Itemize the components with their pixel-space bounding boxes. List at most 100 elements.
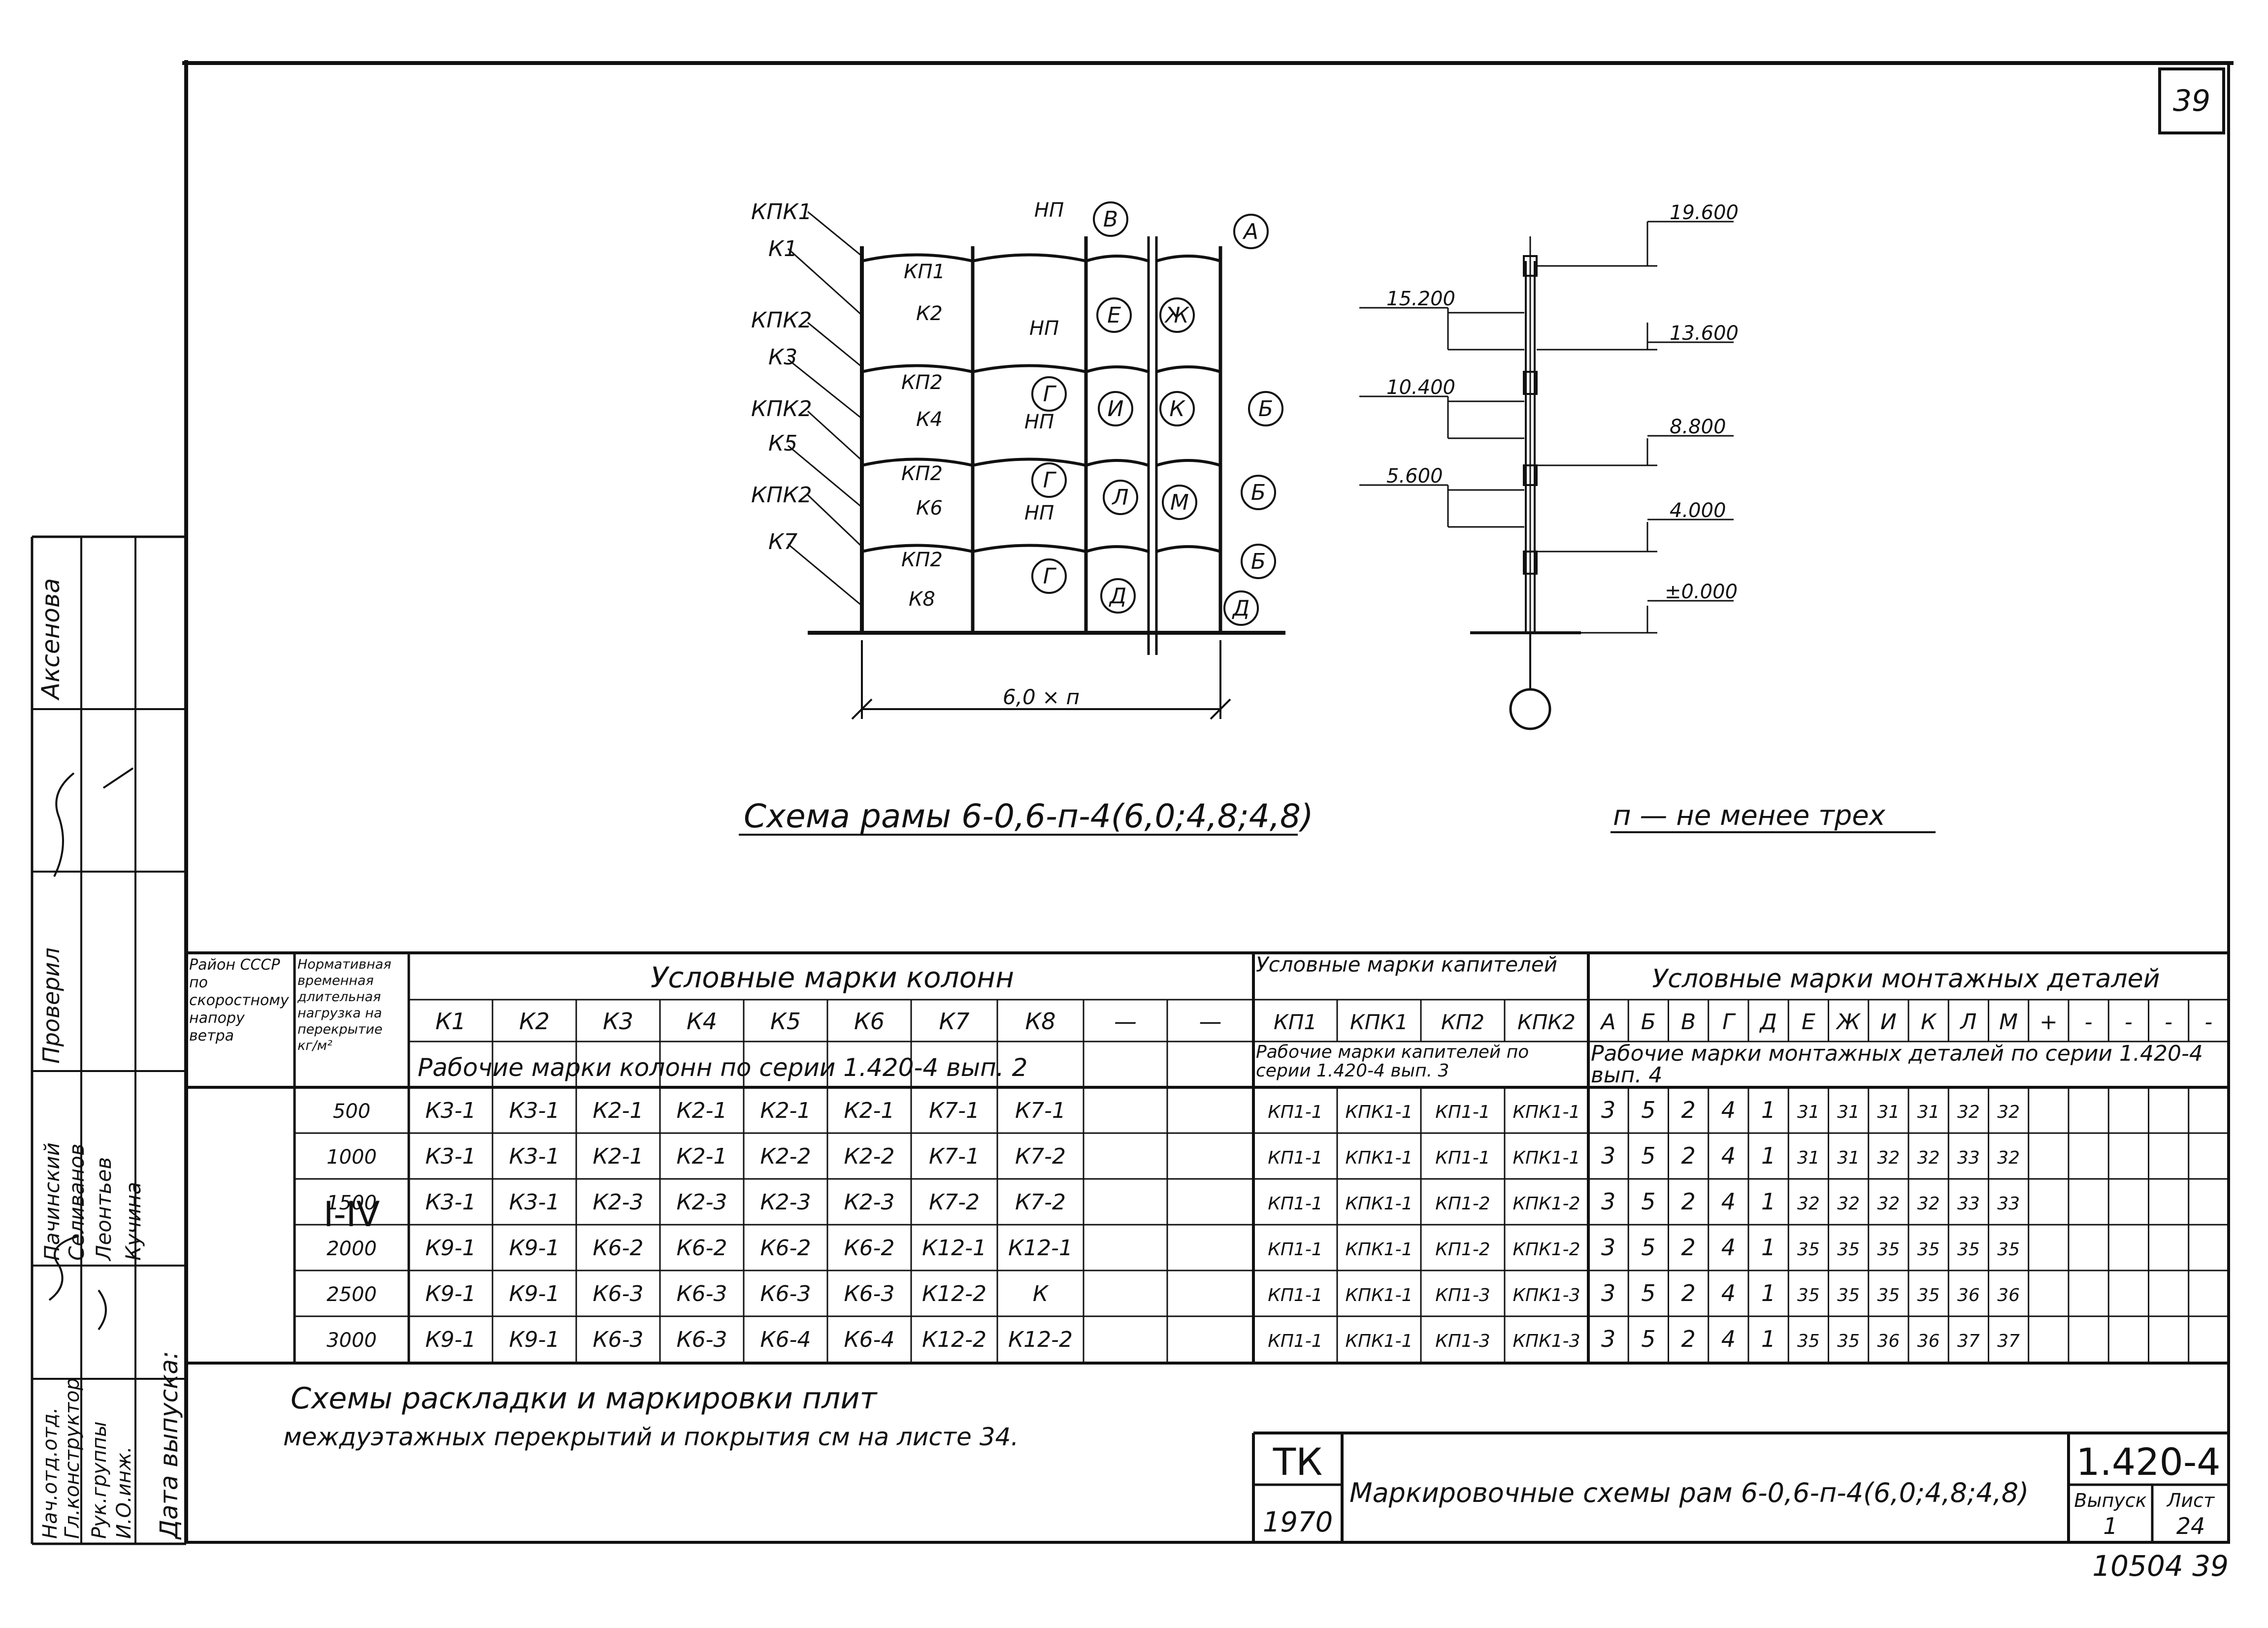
column-work-mark: К6-4	[760, 1327, 811, 1352]
stamp-role-group: Рук.группы	[88, 1421, 111, 1539]
axis-letter: Г	[1043, 468, 1057, 493]
stamp-name-group: Леонтьев	[92, 1157, 116, 1262]
axis-letter: В	[1103, 207, 1118, 232]
detail-work-mark: 1	[1761, 1234, 1775, 1261]
detail-mark-header: Е	[1802, 1009, 1815, 1035]
signature-mark	[48, 1235, 107, 1331]
axis-letter: Б	[1251, 549, 1266, 574]
capital-mark-header: КП1	[1274, 1010, 1317, 1034]
axis-letter: И	[1108, 396, 1124, 422]
column-work-mark: К3-1	[425, 1190, 476, 1215]
column-work-mark: К12-2	[1008, 1327, 1073, 1352]
column-work-mark: К6-3	[760, 1281, 811, 1306]
frame-label: К6	[916, 497, 943, 520]
capital-work-mark: КП1-1	[1268, 1331, 1322, 1351]
detail-work-mark: 3	[1601, 1280, 1615, 1306]
detail-work-mark: 35	[1917, 1239, 1940, 1260]
detail-mark-header: -	[2085, 1009, 2093, 1035]
axis-letter: К	[1169, 396, 1185, 422]
detail-work-mark: 5	[1641, 1234, 1655, 1261]
stamp-role: Нач.отд.отд.	[39, 1407, 62, 1539]
capital-work-mark: КПК1-2	[1513, 1194, 1580, 1214]
stamp-name: Пачинский	[40, 1142, 64, 1261]
detail-work-mark: 32	[1957, 1102, 1980, 1122]
frame-label: КП2	[901, 371, 943, 394]
detail-work-mark: 32	[1917, 1148, 1940, 1168]
frame-label: КП2	[901, 549, 943, 571]
elevation-label: 19.600	[1670, 201, 1739, 224]
column-work-mark: К6-3	[592, 1281, 643, 1306]
axis-letter: Г	[1043, 564, 1057, 589]
detail-mark-header: Л	[1959, 1009, 1976, 1035]
detail-work-mark: 35	[1837, 1285, 1860, 1305]
detail-work-mark: 35	[1877, 1239, 1900, 1260]
detail-work-mark: 5	[1641, 1188, 1655, 1215]
column-work-mark: К2-1	[592, 1144, 643, 1169]
page-number-box	[2158, 67, 2225, 134]
capital-work-mark: КП1-2	[1435, 1194, 1490, 1214]
stamp-name: Селиванов	[65, 1143, 89, 1261]
column-mark-header: К1	[435, 1008, 466, 1035]
detail-work-mark: 31	[1837, 1102, 1860, 1122]
axis-letter: А	[1242, 219, 1258, 244]
detail-work-mark: 31	[1837, 1148, 1860, 1168]
note-line-2: междуэтажных перекрытий и покрытия см на…	[283, 1423, 1019, 1451]
capital-work-mark: КП1-1	[1268, 1285, 1322, 1305]
capital-mark-header: КПК2	[1517, 1010, 1576, 1034]
detail-mark-header: В	[1681, 1009, 1696, 1035]
capital-work-mark: КП1-1	[1268, 1239, 1322, 1260]
detail-work-mark: 32	[1877, 1194, 1900, 1214]
detail-mark-header: И	[1880, 1009, 1897, 1035]
title-block-year: 1970	[1263, 1506, 1333, 1538]
column-diagram	[1359, 221, 1734, 730]
detail-work-mark: 2	[1681, 1234, 1695, 1261]
frame-left-labels: КПК1 К1 КПК2 К3 КПК2 К5 КПК2 К7	[751, 199, 812, 554]
detail-work-mark: 35	[1877, 1285, 1900, 1305]
capital-work-mark: КПК1-3	[1513, 1285, 1580, 1305]
detail-mark-header: К	[1921, 1009, 1937, 1035]
frame-label: НП	[1029, 317, 1059, 340]
capital-work-mark: КПК1-2	[1513, 1239, 1580, 1260]
axis-letter: Б	[1258, 396, 1273, 422]
frame-caption: Схема рамы 6-0,6-п-4(6,0;4,8;4,8)	[744, 797, 1314, 835]
detail-mark-header: М	[1999, 1009, 2018, 1035]
capital-work-mark: КПК1-1	[1346, 1331, 1413, 1351]
detail-work-mark: 2	[1681, 1188, 1695, 1215]
load-value: 1000	[327, 1146, 377, 1169]
frame-diagram	[787, 201, 1285, 720]
stamp-date-group: Дата выпуска:	[155, 1351, 183, 1540]
stamp-role-group: И.О.инж.	[113, 1446, 135, 1539]
axis-letter: Г	[1043, 382, 1057, 407]
load-value: 1500	[327, 1192, 377, 1214]
detail-work-mark: 35	[1997, 1239, 2020, 1260]
sheet-value: 24	[2176, 1513, 2205, 1539]
load-value: 2000	[327, 1237, 377, 1260]
column-mark-header: К3	[603, 1008, 633, 1035]
stamp-role: И.О.инж.	[113, 1446, 135, 1539]
column-work-mark: К6-2	[760, 1236, 811, 1261]
column-work-mark: К12-2	[922, 1327, 986, 1352]
capital-work-mark: КП1-1	[1268, 1148, 1322, 1168]
detail-work-mark: 3	[1601, 1142, 1615, 1169]
column-mark-header: К6	[854, 1008, 885, 1035]
detail-work-mark: 2	[1681, 1280, 1695, 1306]
column-work-mark: К6-3	[676, 1327, 727, 1352]
column-work-mark: К9-1	[509, 1281, 559, 1306]
stamp-name-group: Пачинский	[40, 1142, 64, 1261]
column-work-mark: К6-4	[844, 1327, 894, 1352]
column-work-mark: К3-1	[509, 1190, 559, 1215]
detail-mark-header: Г	[1722, 1009, 1736, 1035]
axis-letter: Б	[1251, 480, 1266, 505]
column-work-mark: К3-1	[425, 1098, 476, 1123]
column-work-mark: К12-1	[922, 1236, 986, 1261]
marks-table-grid	[186, 951, 2229, 1365]
detail-work-mark: 37	[1957, 1331, 1980, 1351]
detail-work-mark: 31	[1917, 1102, 1940, 1122]
detail-mark-header: Д	[1759, 1009, 1776, 1035]
elevation-label: 13.600	[1670, 322, 1739, 345]
stamp-roles-column: Нач.отд.отд.	[39, 1407, 62, 1539]
detail-mark-header: -	[2165, 1009, 2172, 1035]
column-work-mark: К12-2	[922, 1281, 986, 1306]
elevation-label: 10.400	[1386, 376, 1455, 399]
